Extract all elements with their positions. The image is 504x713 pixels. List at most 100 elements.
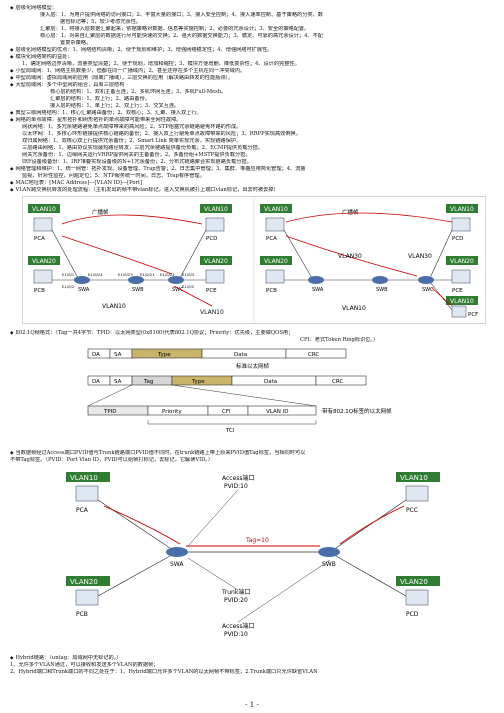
switch-icon xyxy=(166,547,188,557)
switch-label: SWC xyxy=(422,287,434,293)
pc-label: PCB xyxy=(266,288,277,294)
frame-field: Type xyxy=(191,379,205,385)
pc-label: PCA xyxy=(76,507,89,514)
text-line: 据包标记等；5、较少考虑冗余性。 xyxy=(60,19,142,25)
pc-label: PCD xyxy=(452,236,463,242)
text-line: 监视，针对性监控，问题定位；5、NTP服务统一时间，日志、Trap有序管理。 xyxy=(22,173,205,179)
port-label: E1/0/22 xyxy=(160,272,175,277)
text-line: CFI：老式Token Ring标识位。） xyxy=(300,337,379,343)
switch-icon xyxy=(74,276,90,284)
vlan-tag-label: VLAN30 xyxy=(408,253,432,260)
pc-icon xyxy=(451,269,471,284)
switch-label: SWB xyxy=(322,561,336,568)
switch-icon xyxy=(418,276,434,284)
switch-icon xyxy=(168,276,184,284)
port-label: E1/0/23 xyxy=(118,272,133,277)
vlan-label: VLAN20 xyxy=(450,258,474,265)
diagram-right: VLAN10 PCA VLAN20 PCB VLAN10 PCD VLAN20 … xyxy=(260,204,478,318)
pc-label: PCA xyxy=(266,236,277,242)
pvid-label: PVID:10 xyxy=(224,483,248,490)
port-label: E1/0/21 xyxy=(140,272,155,277)
vlan-label: VLAN10 xyxy=(450,206,474,213)
text-line: IRF设备级备份：1、IRF堆叠实现设备级的N+1冗余备份；2、分布式链路聚合实… xyxy=(22,159,252,165)
text-line: 典型三级网络结构：1、核心汇聚路由备份；2、双核心；3、汇聚、接入双上行。 xyxy=(10,110,496,117)
switch-label: SWA xyxy=(78,287,90,293)
pc-icon xyxy=(265,269,285,284)
vlan-label: VLAN20 xyxy=(70,578,98,586)
text-line: 网状网络：1、多冗余链路避免单点故障带来的高风险；2、STP阻塞冗余链路避免环路… xyxy=(22,124,242,130)
vlan-tag-label: VLAN30 xyxy=(338,253,362,260)
text-line: 汇聚层：1、将接入层数据汇聚起来，依据策略对数据、信息等实施控制；2、必要的冗余… xyxy=(40,26,310,32)
vlan-label: VLAN10 xyxy=(400,474,428,482)
pc-label: PCB xyxy=(34,288,45,294)
text-line: 网络的单点故障：星形拓扑和树形拓扑的单点故障可能带来全网性故障。 xyxy=(10,117,496,124)
text-line: 1、允许多个VLAN通过，可以接收和发送多个VLAN的数据帧； xyxy=(10,662,159,668)
switch-label: SWB xyxy=(376,287,388,293)
text-line: 2、Hybrid端口和Trunk端口的不同之处在于：1、Hybrid端口允许多个… xyxy=(10,669,318,675)
frame-caption: 带有802.1Q标签的以太网帧 xyxy=(322,407,392,415)
port-label: E1/0/24 xyxy=(88,272,103,277)
pc-icon xyxy=(405,589,429,606)
text-line: 接入层的结构：1、单上行；2、双上行；3、交叉互连。 xyxy=(50,103,180,109)
pc-icon xyxy=(205,217,225,232)
pc-label: PCE xyxy=(206,288,217,294)
vlan-label: VLAN20 xyxy=(264,258,288,265)
text-line: 核心层的结构：1、双机主备互连；2、多机环网互连；3、多机Full-Mesh。 xyxy=(50,89,227,95)
text-line: 中型局域网：虚拟局域网的应用（隔离广播域），三层交换的应用（解决路由转发的性能瓶… xyxy=(10,75,496,82)
vlan-label: VLAN10 xyxy=(70,474,98,482)
tag-field: CFI xyxy=(222,409,231,415)
frame-field: DA xyxy=(92,352,100,358)
switch-label: SWA xyxy=(170,561,184,568)
text-line: 以太环网：1、多核心环形链接提供核心链路的备份；2、接入双上行避免单点故障带来的… xyxy=(22,131,301,137)
vlan-tag-label: VLAN10 xyxy=(342,305,366,312)
access-trunk-diagram: VLAN10 PCA VLAN20 PCB VLAN10 PCC VLAN20 … xyxy=(60,466,450,648)
text-line: 核心层：1、对来自汇聚层的数据进行尽可能快速的交换；2、强大的数据交换能力；3、… xyxy=(40,33,323,39)
switch-icon xyxy=(372,276,388,284)
pc-label: PCE xyxy=(452,288,463,294)
pc-icon xyxy=(75,589,99,606)
text-line: 接入层：1、为用户提供网络的访问接口；2、丰富大量的接口；3、接入安全控制；4、… xyxy=(40,12,323,18)
text-line: MAC地址表：[MAC Address]---[VLAN ID]---[Port… xyxy=(10,180,496,187)
pc-label: PCB xyxy=(76,611,88,618)
vlan-label: VLAN10 xyxy=(32,206,56,213)
vlan-label: VLAN10 xyxy=(264,206,288,213)
port-label: E1/0/2 xyxy=(62,284,75,289)
switch-icon xyxy=(308,276,324,284)
access-port-label: Access端口 xyxy=(222,622,255,630)
vlan-label: VLAN20 xyxy=(32,258,56,265)
switch-label: SWB xyxy=(132,287,144,293)
pc-icon xyxy=(451,217,471,232)
pc-icon xyxy=(205,269,225,284)
pc-label: PCA xyxy=(34,236,45,242)
vlan-label: VLAN20 xyxy=(400,578,428,586)
vlan-tag-label: VLAN10 xyxy=(102,303,126,310)
diagram-left: VLAN10 PCA VLAN20 PCB VLAN10 PCD VLAN20 … xyxy=(28,204,232,316)
pc-label: PCF xyxy=(468,312,478,318)
frame-field: Type xyxy=(157,352,171,358)
text-line: 模块化网络架构的益处： xyxy=(10,54,496,61)
tag-label: Tag=10 xyxy=(245,537,269,544)
text-line: 双归属网络：1、双核心双上行提供冗余备份；2、Smart Link 简单实现冗余… xyxy=(22,138,242,144)
pvid-label: PVID:20 xyxy=(224,597,248,604)
vlan-label: VLAN10 xyxy=(204,206,228,213)
text-line: 当数据帧经过Access端口PVID值与Trunk链路端口PVID值不同时，在t… xyxy=(10,450,496,457)
text-line: Hybrid链路：（untag：局域网中无标记的。） xyxy=(10,655,496,662)
tag-field: Priority xyxy=(162,409,182,415)
page-number: - 1 - xyxy=(245,701,259,709)
frame-caption: 标准以太网帧 xyxy=(236,362,270,370)
dot1q-frame-diagram: DA SA Type Data CRC 标准以太网帧 DA SA Tag Typ… xyxy=(86,346,420,444)
text-line: 汇聚层的结构：1、双上行；2、路由备份。 xyxy=(50,96,150,102)
frame-field: SA xyxy=(114,379,122,385)
frame-field: Data xyxy=(234,352,247,358)
pc-label: PCD xyxy=(206,236,217,242)
frame-field: CRC xyxy=(308,352,319,358)
tagged-frame: DA SA Tag Type Data CRC TPID Priority CF… xyxy=(87,375,392,434)
trunk-port-label: Trunk端口 xyxy=(221,588,250,596)
standard-frame: DA SA Type Data CRC 标准以太网帧 xyxy=(87,348,347,370)
tci-label: TCI xyxy=(225,428,235,434)
text-line: 小型局域网：1、网络主机数量少，但都在同一广播域内；2、甚至还存在多个主机在同一… xyxy=(10,68,496,75)
frame-field: SA xyxy=(114,352,122,358)
pvid-label: PVID:10 xyxy=(224,631,248,638)
pc-icon xyxy=(33,217,53,232)
